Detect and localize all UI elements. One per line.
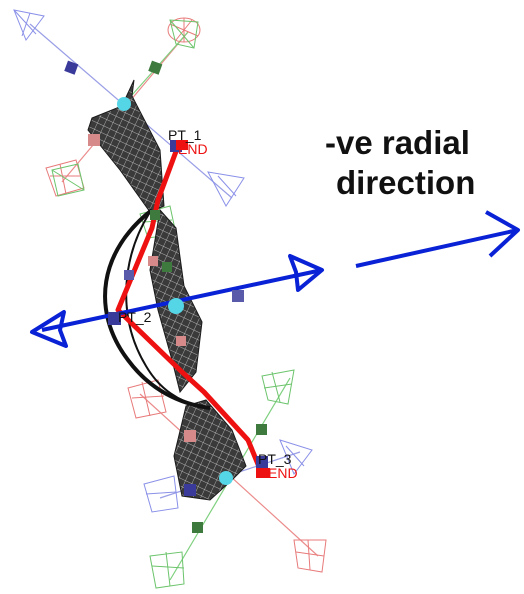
blue-cone-left-lower [143, 475, 179, 513]
green-cone-bottom [149, 551, 185, 589]
red-path [115, 145, 265, 475]
point-label-pt3-end: END [268, 465, 298, 481]
guide-curve [103, 208, 211, 410]
point-label-pt3: PT_3 [258, 451, 292, 467]
annotation-line-1: -ve radial [325, 124, 470, 161]
node-cyan-2 [168, 298, 184, 314]
blue-cone-top-left [13, 9, 45, 42]
node-green-4 [256, 424, 267, 435]
negative-radial-direction-arrow [355, 210, 520, 268]
node-navy-5 [232, 290, 244, 302]
node-cyan-1 [117, 97, 131, 111]
radial-axis-shaft [41, 268, 323, 332]
point-label-pt2: PT_2 [118, 309, 152, 325]
green-cone-left [51, 163, 85, 197]
node-navy-7 [256, 456, 268, 468]
node-red-end-top [176, 140, 188, 150]
point-label-pt1-end: END [178, 141, 208, 157]
red-cone-top [167, 17, 201, 43]
node-navy-6 [184, 484, 196, 496]
node-green-5 [192, 522, 203, 533]
radial-axis-head-right [288, 254, 324, 292]
node-green-2 [150, 210, 160, 220]
node-pink-1 [88, 134, 100, 146]
blue-cone-right-lower [279, 439, 313, 476]
axis-nodes [64, 60, 270, 533]
point-label-pt1: PT_1 [168, 127, 202, 143]
node-red-end [256, 468, 270, 478]
node-navy-3 [124, 270, 134, 280]
node-navy-1 [64, 60, 79, 75]
node-green-3 [162, 262, 172, 272]
red-cone-bottom-right [293, 539, 327, 573]
green-cone-right [261, 369, 295, 405]
node-pink-4 [184, 430, 196, 442]
node-navy-4 [108, 312, 121, 325]
node-cyan-3 [219, 471, 233, 485]
guide-curve-inner [125, 211, 201, 407]
annotation-line-2: direction [336, 164, 476, 201]
node-pink-2 [148, 256, 158, 266]
node-pink-3 [176, 336, 186, 346]
node-green-1 [148, 60, 163, 75]
green-cone-top [169, 19, 199, 49]
blue-cone-right-top [207, 171, 245, 207]
radial-axis-head-left [30, 310, 68, 348]
radial-axis [30, 254, 324, 348]
